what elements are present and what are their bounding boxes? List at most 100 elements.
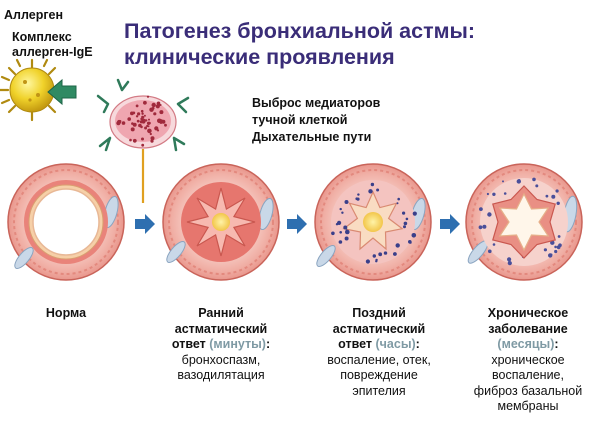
- cell-dot: [488, 249, 492, 254]
- mast-cell-granules: [116, 95, 167, 147]
- mediators-label: Выброс медиаторов тучной клеткой Дыхател…: [252, 96, 380, 145]
- cell-dot: [403, 225, 406, 229]
- stage-title-line-1: Поздний: [352, 306, 406, 320]
- cell-dot: [132, 138, 137, 143]
- cell-dot: [145, 119, 148, 122]
- cell-dot: [411, 233, 417, 238]
- cell-dot: [395, 243, 400, 248]
- stage-title-last: ответ: [338, 337, 373, 351]
- cell-dot: [161, 119, 166, 124]
- complex-label: Комплекс аллерген-IgE: [12, 30, 93, 60]
- cell-dot: [159, 121, 163, 124]
- stage-time-suffix: :: [265, 337, 271, 351]
- cell-dot: [375, 260, 378, 263]
- cell-dot: [154, 126, 159, 131]
- stage-time: (часы): [375, 337, 416, 351]
- cell-dot: [409, 241, 412, 244]
- cell-dot: [339, 207, 342, 211]
- cell-dot: [503, 192, 507, 195]
- ige-arrow-icon: [47, 78, 77, 106]
- progression-arrow-icon: [135, 214, 155, 234]
- cell-dot: [507, 257, 512, 262]
- cell-dot: [164, 123, 167, 127]
- cell-dot: [343, 225, 348, 230]
- stage-desc-line-2: воспаление,: [492, 368, 564, 382]
- cell-dot: [130, 127, 135, 132]
- cell-dot: [141, 112, 144, 115]
- stage-caption-early: Ранний астматический ответ (минуты): бро…: [146, 306, 296, 384]
- cell-dot: [140, 125, 143, 129]
- cell-dot: [378, 252, 383, 257]
- stage-caption-late: Поздний астматический ответ (часы): восп…: [304, 306, 454, 399]
- cell-dot: [143, 100, 147, 105]
- cell-dot: [518, 179, 521, 182]
- stage-desc-line-1: воспаление, отек,: [327, 352, 431, 367]
- cell-dot: [149, 132, 152, 136]
- cell-dot: [370, 182, 375, 187]
- cell-dot: [558, 243, 562, 247]
- airway-cross-section-icon: [465, 163, 583, 281]
- cell-dot: [146, 121, 151, 126]
- complex-label-line-1: Комплекс: [12, 30, 72, 44]
- cell-dot: [143, 114, 146, 117]
- stage-title-line-1: Ранний: [198, 306, 244, 320]
- cell-dot: [141, 137, 144, 141]
- stage-desc-line-2: повреждение: [340, 368, 418, 382]
- stage-desc-line-1: хроническое: [491, 352, 565, 367]
- cell-dot: [150, 136, 155, 141]
- cell-dot: [555, 189, 559, 193]
- stage-time: (минуты): [209, 337, 266, 351]
- cell-dot: [554, 249, 558, 254]
- cell-dot: [140, 109, 144, 113]
- stage-desc-line-2: вазодилятация: [177, 368, 265, 382]
- stage-desc-line-3: эпителия: [352, 383, 406, 398]
- stage-time-suffix: :: [415, 337, 420, 351]
- cell-dot: [478, 225, 483, 230]
- airway-cross-section-icon: [7, 163, 125, 281]
- cell-dot: [545, 194, 549, 198]
- cell-dot: [486, 192, 489, 196]
- stage-caption-chronic: Хроническое заболевание (месяцы): хронич…: [458, 306, 598, 415]
- cell-dot: [554, 245, 557, 249]
- cell-dot: [393, 252, 397, 256]
- cell-dot: [532, 177, 536, 182]
- cell-dot: [550, 253, 553, 256]
- cell-dot: [132, 122, 137, 127]
- cell-dot: [130, 111, 134, 116]
- cell-dot: [376, 188, 380, 192]
- cell-dot: [151, 106, 155, 110]
- cell-dot: [502, 180, 504, 183]
- cell-dot: [372, 254, 376, 258]
- cell-dot: [355, 197, 359, 200]
- stage-caption-normal: Норма: [16, 306, 116, 322]
- mediators-label-line-1: Выброс медиаторов: [252, 96, 381, 110]
- stage-title: Норма: [45, 306, 87, 320]
- title-line-1: Патогенез бронхиальной астмы:: [124, 19, 476, 43]
- cell-dot: [117, 119, 122, 125]
- progression-arrow-icon: [287, 214, 307, 234]
- page-title: Патогенез бронхиальной астмы: клинически…: [124, 18, 475, 70]
- complex-label-line-2: аллерген-IgE: [12, 45, 93, 59]
- cell-dot: [337, 220, 342, 225]
- airway-cross-section-icon: [314, 163, 432, 281]
- cell-dot: [127, 117, 131, 121]
- cell-dot: [153, 112, 157, 116]
- cell-dot: [344, 200, 349, 204]
- stage-time-suffix: :: [554, 337, 559, 351]
- progression-arrow-icon: [440, 214, 460, 234]
- cell-dot: [135, 115, 139, 118]
- cell-dot: [507, 261, 512, 266]
- cell-dot: [121, 121, 126, 125]
- cell-dot: [368, 189, 373, 194]
- cell-dot: [543, 248, 548, 252]
- cell-dot: [341, 211, 344, 214]
- cell-dot: [147, 128, 152, 134]
- cell-dot: [487, 212, 492, 217]
- cell-dot: [136, 119, 140, 123]
- cell-dot: [150, 139, 154, 143]
- cell-dot: [135, 104, 139, 108]
- mediators-label-line-2: тучной клеткой: [252, 113, 348, 127]
- cell-dot: [339, 231, 343, 234]
- cell-dot: [365, 259, 370, 264]
- stage-time: (месяцы): [497, 337, 555, 351]
